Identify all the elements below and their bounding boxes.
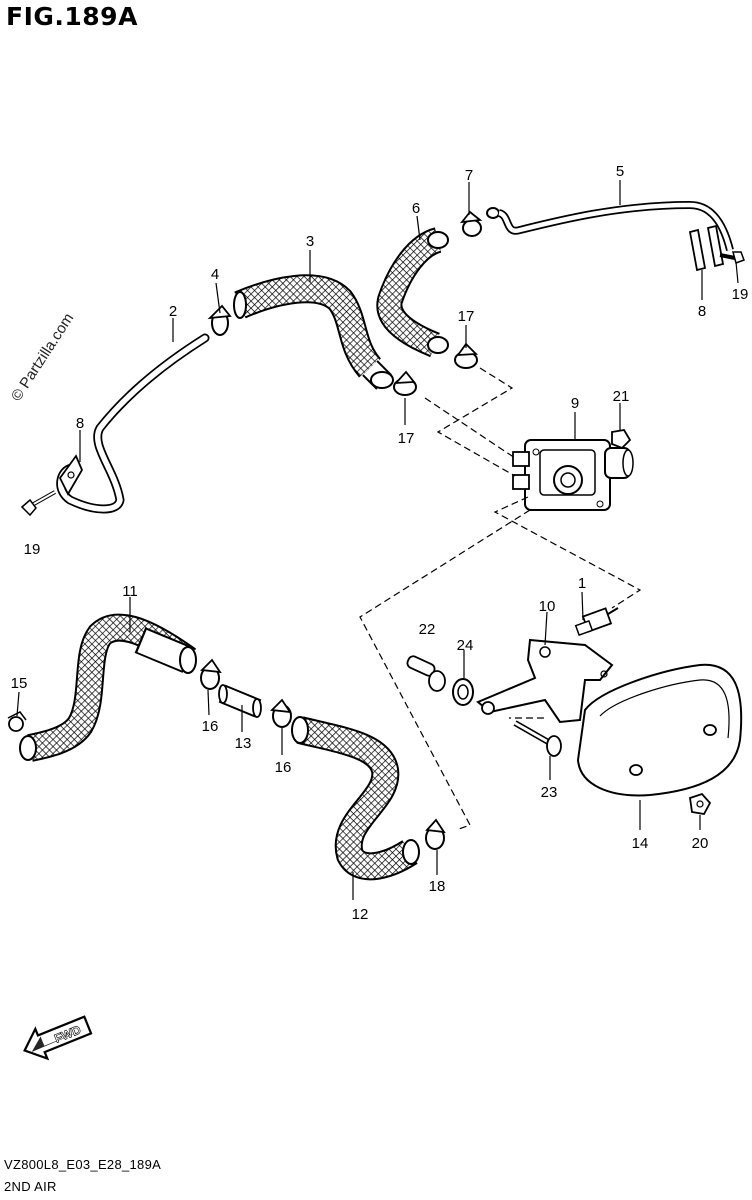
fwd-arrow-icon: FWD <box>23 1015 93 1061</box>
clamp-18 <box>425 818 446 850</box>
callout-16-left: 16 <box>202 718 219 735</box>
grommet-24 <box>452 678 474 706</box>
callout-2: 2 <box>169 303 177 320</box>
sensor-1 <box>574 607 619 637</box>
callout-21: 21 <box>613 388 630 405</box>
callout-19-left: 19 <box>24 541 41 558</box>
figure-title: FIG.189A <box>6 2 138 31</box>
callout-1: 1 <box>578 575 586 592</box>
clamp-16-left <box>200 658 222 690</box>
cover-14 <box>576 663 743 797</box>
nut-20 <box>689 792 712 815</box>
callout-11: 11 <box>122 583 138 600</box>
footer-model-code: VZ800L8_E03_E28_189A <box>4 1157 162 1172</box>
clamp-17-upper <box>454 342 479 369</box>
leader-lines <box>16 180 739 900</box>
pipe-2 <box>56 333 210 514</box>
clip-15 <box>7 711 27 732</box>
bolt-19-left <box>20 490 56 517</box>
callout-10: 10 <box>539 598 556 615</box>
callout-17-lower: 17 <box>398 430 415 447</box>
bracket-8-right <box>688 224 725 272</box>
callout-8-right: 8 <box>698 303 706 320</box>
callout-15: 15 <box>11 675 28 692</box>
callout-labels: 1 2 3 4 5 6 7 8 8 9 10 11 12 13 14 15 16… <box>11 163 749 923</box>
callout-17-upper: 17 <box>458 308 475 325</box>
callout-23: 23 <box>541 784 558 801</box>
bracket-8-left <box>58 454 84 496</box>
callout-3: 3 <box>306 233 314 250</box>
clamp-16-right <box>270 698 292 728</box>
clamp-7 <box>459 210 483 237</box>
callout-19-right: 19 <box>732 286 749 303</box>
callout-18: 18 <box>429 878 446 895</box>
callout-16-right: 16 <box>275 759 292 776</box>
callout-13: 13 <box>235 735 252 752</box>
callout-7: 7 <box>465 167 473 184</box>
callout-14: 14 <box>632 835 649 852</box>
bolt-19-right <box>719 251 745 264</box>
callout-20: 20 <box>692 835 709 852</box>
hose-3 <box>233 274 394 390</box>
reed-valve-9 <box>512 439 634 511</box>
bolt-23 <box>513 720 562 757</box>
clamp-17-lower <box>393 370 417 396</box>
callout-8-left: 8 <box>76 415 84 432</box>
callout-5: 5 <box>616 163 624 180</box>
connection-lines-upper <box>359 367 642 831</box>
callout-12: 12 <box>352 906 369 923</box>
callout-9: 9 <box>571 395 579 412</box>
pipe-5 <box>486 200 734 251</box>
hose-11 <box>19 613 197 762</box>
callout-24: 24 <box>457 637 474 654</box>
footer-section-name: 2ND AIR <box>4 1179 57 1194</box>
bolt-22 <box>406 655 446 692</box>
callout-6: 6 <box>412 200 420 217</box>
callout-22: 22 <box>419 621 436 638</box>
hose-12 <box>291 716 420 881</box>
nut-21 <box>611 429 632 450</box>
callout-4: 4 <box>211 266 219 283</box>
bracket-10 <box>476 638 614 724</box>
hose-6 <box>376 227 449 358</box>
joint-13 <box>218 684 262 718</box>
